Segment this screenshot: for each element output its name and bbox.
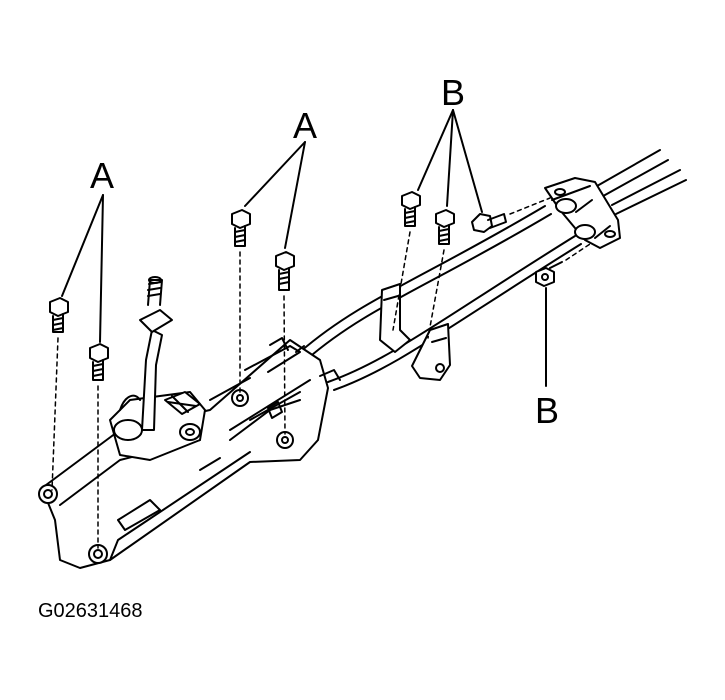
bolt-b-top-3 bbox=[471, 197, 551, 233]
callout-b-right: B bbox=[535, 390, 560, 431]
bolt-b-top-1 bbox=[392, 191, 421, 331]
callout-a-left: A bbox=[90, 155, 115, 196]
shifter-base-plate bbox=[38, 337, 341, 569]
shift-cables bbox=[299, 149, 687, 391]
cable-end-bracket bbox=[544, 177, 621, 249]
bolt-a-left-1 bbox=[49, 297, 69, 491]
callout-a-middle: A bbox=[293, 105, 318, 146]
bolt-a-middle-1 bbox=[231, 209, 251, 393]
cable-support-brackets bbox=[379, 283, 451, 381]
shifter-housing bbox=[109, 391, 206, 461]
bolt-a-middle-2 bbox=[275, 251, 295, 435]
bolt-a-left-2 bbox=[89, 343, 109, 549]
shift-lever bbox=[139, 276, 173, 431]
leader-lines bbox=[61, 109, 547, 387]
bolt-b-right bbox=[535, 243, 591, 287]
figure-id: G02631468 bbox=[38, 600, 143, 622]
bolt-b-top-2 bbox=[427, 209, 455, 339]
callout-b-top: B bbox=[441, 72, 466, 113]
